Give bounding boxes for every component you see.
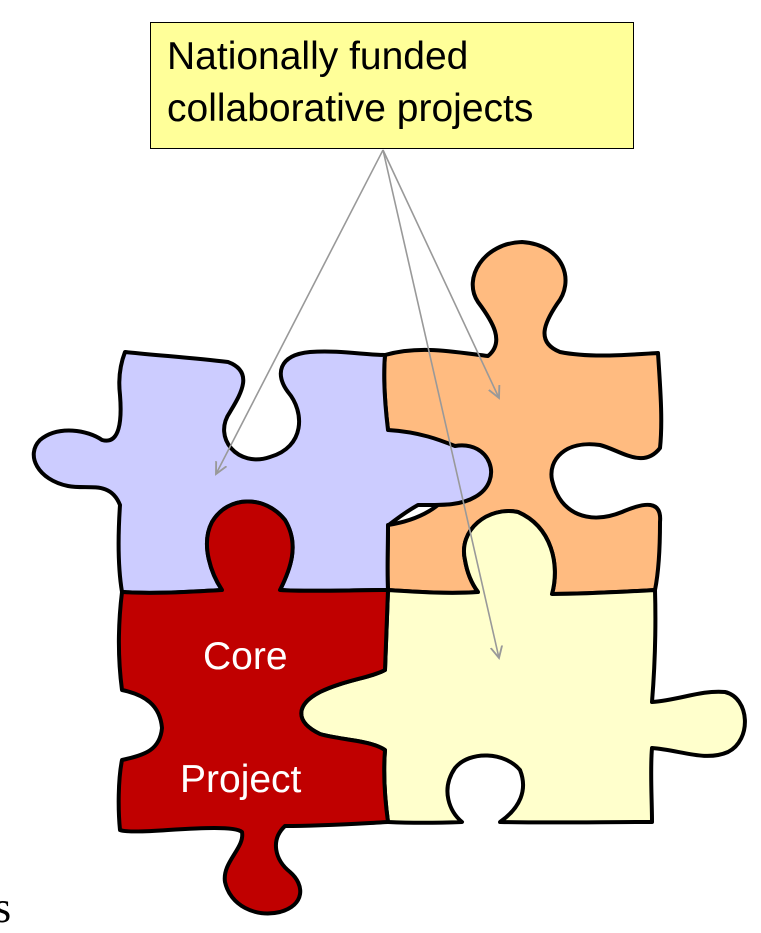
cropped-edge-text: s (0, 883, 12, 932)
lavender-puzzle-piece (31, 349, 494, 595)
callout-line-2: collaborative projects (167, 87, 534, 130)
core-project-puzzle-piece (116, 499, 390, 916)
funded-projects-callout: Nationally funded collaborative projects (150, 22, 634, 149)
arrow-to-cream (382, 149, 499, 658)
project-label: Project (180, 758, 302, 801)
arrow-to-lavender (216, 149, 384, 474)
core-label: Core (203, 635, 288, 678)
callout-line-1: Nationally funded (167, 35, 469, 78)
arrow-to-orange (382, 149, 499, 398)
